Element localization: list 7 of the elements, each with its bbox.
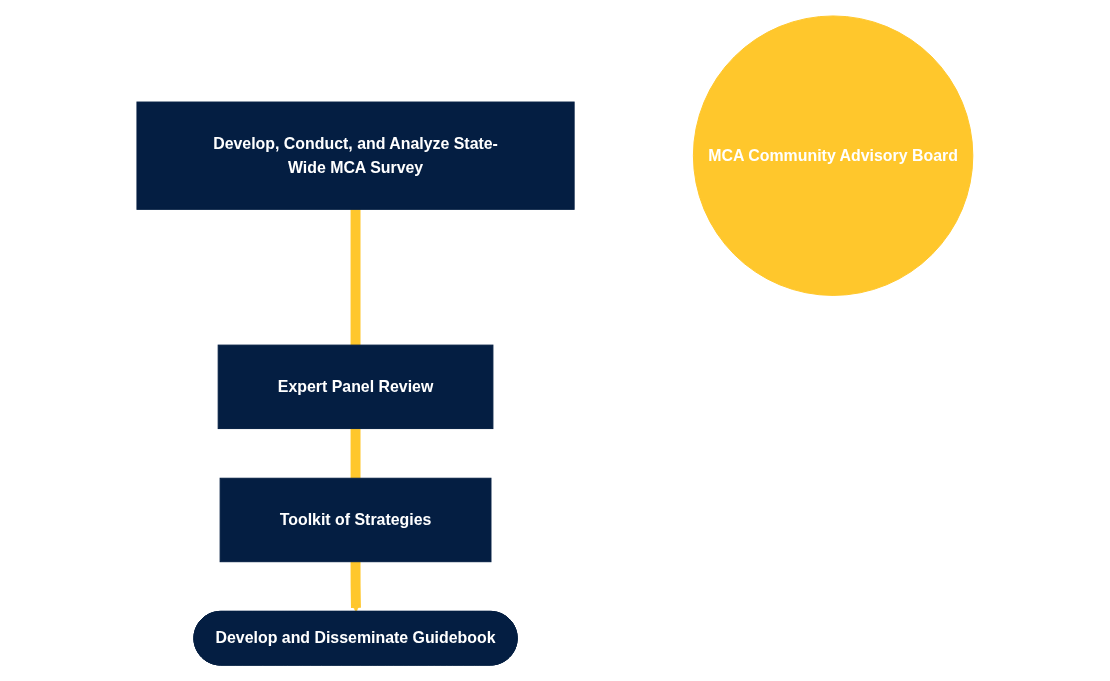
node-box: Toolkit of Strategies (219, 477, 492, 563)
connector (350, 427, 361, 480)
node-box: Expert Panel Review (217, 344, 494, 430)
node-circle: MCA Community Advisory Board (692, 15, 974, 296)
connector (350, 209, 361, 346)
arrow (350, 560, 362, 613)
node-box: Develop, Conduct, and Analyze State-Wide MCA Survey (136, 101, 575, 210)
